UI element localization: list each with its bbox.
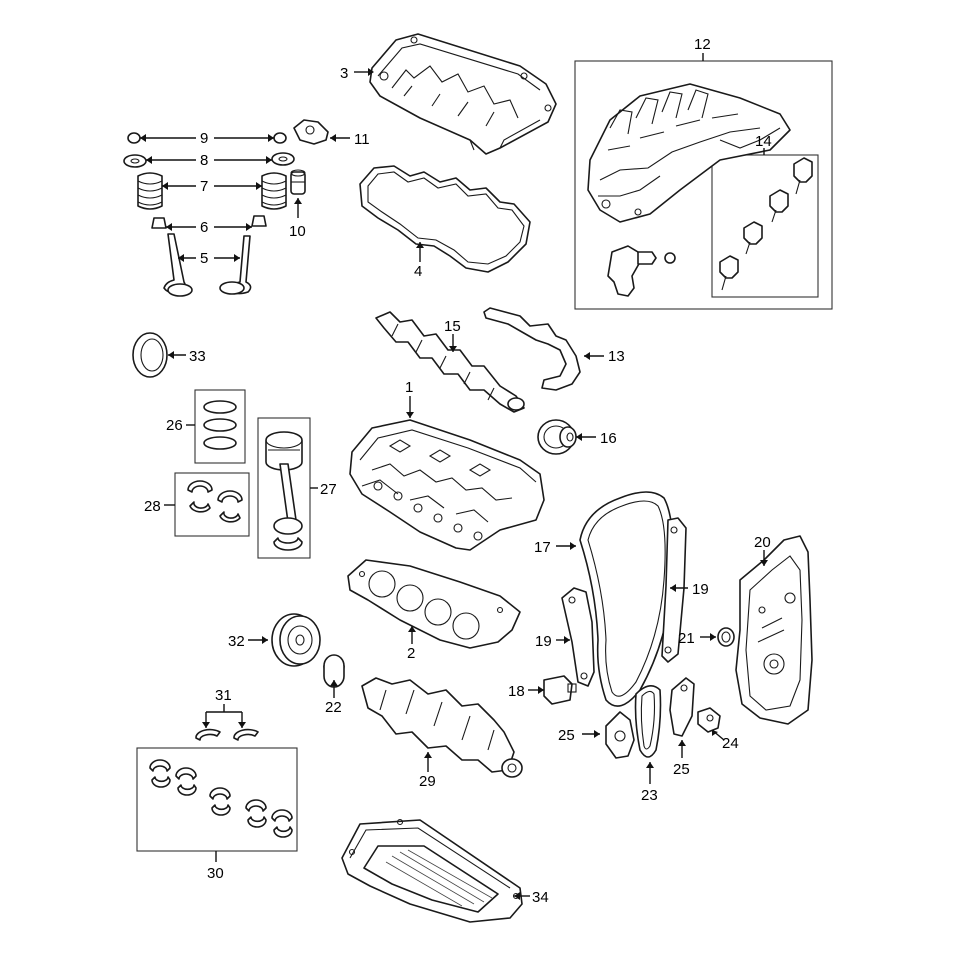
callout-2: 2 [407, 645, 415, 662]
oil-pump-tensioner-part [697, 707, 721, 733]
oil-pump-sprocket-part [605, 711, 635, 759]
valve-part [163, 233, 252, 297]
callout-32: 32 [228, 633, 245, 650]
callout-20: 20 [754, 534, 771, 551]
timing-cover-part [735, 535, 813, 725]
valve-spring-part [137, 172, 287, 210]
group-box-30 [136, 747, 298, 852]
callout-21: 21 [678, 630, 695, 647]
thrust-washer-part [195, 728, 259, 741]
callout-34: 34 [532, 889, 549, 906]
crankshaft-part [361, 677, 523, 778]
callout-12: 12 [694, 36, 711, 53]
callout-33: 33 [189, 348, 206, 365]
callout-18: 18 [508, 683, 525, 700]
valve-stem-seal-part [151, 215, 267, 229]
valve-spring-retainer-part [123, 152, 295, 168]
callout-11: 11 [354, 131, 370, 148]
group-box-26 [194, 389, 246, 464]
callout-15: 15 [444, 318, 461, 335]
callout-3: 3 [340, 65, 348, 82]
crank-sprocket-part [323, 654, 345, 688]
valve-cover-part [369, 33, 557, 155]
rod-bearings-part [187, 480, 243, 523]
callout-9: 9 [200, 130, 208, 147]
callout-27: 27 [320, 481, 337, 498]
callout-10: 10 [289, 223, 306, 240]
callout-labels: 3 9 8 7 6 5 10 11 4 12 14 15 13 16 1 33 … [144, 36, 772, 906]
callout-19-lower: 19 [535, 633, 552, 650]
camshaft-sprocket-part [537, 419, 577, 455]
callout-28: 28 [144, 498, 161, 515]
callout-19-upper: 19 [692, 581, 709, 598]
chain-guide-left-part [561, 587, 595, 687]
hydraulic-lash-adjuster-part [290, 169, 306, 195]
cylinder-head-part [349, 419, 545, 551]
head-gasket-part [347, 559, 521, 649]
front-crank-seal-part [717, 627, 735, 647]
intake-manifold-part [587, 83, 791, 223]
piston-connecting-rod-part [265, 431, 303, 551]
callout-29: 29 [419, 773, 436, 790]
harmonic-balancer-part [271, 613, 321, 667]
valve-keeper-part [127, 132, 287, 144]
valve-cover-gasket-part [359, 165, 531, 273]
camshaft-part [375, 311, 525, 413]
group-box-28 [174, 472, 250, 537]
callout-17: 17 [534, 539, 551, 556]
callout-1: 1 [405, 379, 413, 396]
callout-23: 23 [641, 787, 658, 804]
callout-8: 8 [200, 152, 208, 169]
oil-pump-guide-part [669, 677, 695, 737]
intake-manifold-gasket-part [483, 307, 581, 391]
oil-pan-part [341, 818, 523, 923]
callout-5: 5 [200, 250, 208, 267]
callout-7: 7 [200, 178, 208, 195]
injector-part [719, 157, 813, 291]
callout-26: 26 [166, 417, 183, 434]
callout-24: 24 [722, 735, 739, 752]
leader-lines [140, 53, 768, 900]
map-sensor-part [607, 245, 676, 297]
callout-4: 4 [414, 263, 422, 280]
callout-25-right: 25 [673, 761, 690, 778]
callout-6: 6 [200, 219, 208, 236]
chain-tensioner-part [543, 675, 577, 705]
piston-rings-part [203, 400, 237, 450]
callout-31: 31 [215, 687, 232, 704]
callout-22: 22 [325, 699, 342, 716]
callout-25-left: 25 [558, 727, 575, 744]
oil-pump-chain-part [634, 685, 662, 758]
callout-30: 30 [207, 865, 224, 882]
timing-chain-part [579, 491, 674, 707]
main-bearings-part [149, 759, 293, 838]
callout-13: 13 [608, 348, 625, 365]
rocker-arm-part [293, 119, 329, 145]
rear-main-seal-part [132, 332, 168, 378]
group-box-14 [711, 154, 819, 298]
callout-14: 14 [755, 133, 772, 150]
callout-16: 16 [600, 430, 617, 447]
